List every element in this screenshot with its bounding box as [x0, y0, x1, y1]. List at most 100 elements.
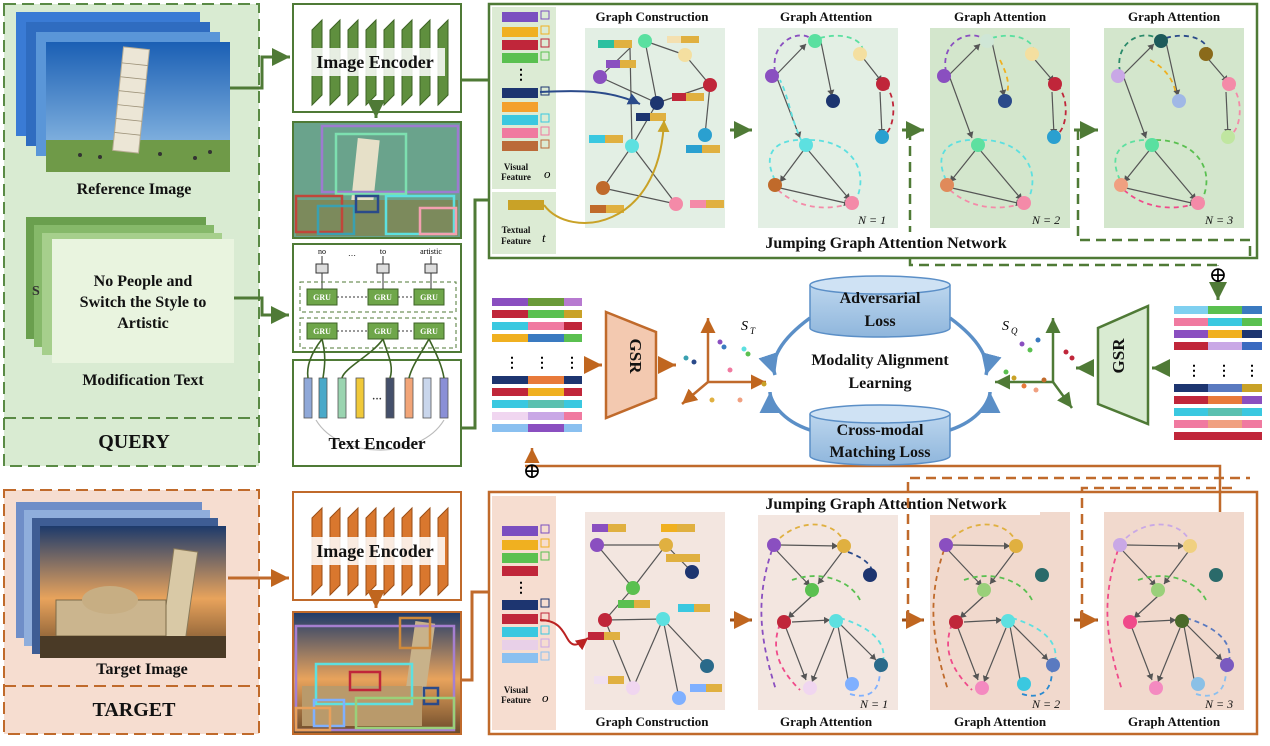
svg-text:⋮: ⋮ [1245, 364, 1259, 379]
gsr-right: GSR [1096, 304, 1150, 426]
top-visual-feature-label-2: Feature [501, 172, 531, 182]
top-n-label-1: N = 1 [857, 213, 886, 227]
s-q-label: S [1002, 319, 1009, 334]
gru-cell-label-1: GRU [313, 293, 331, 302]
gru-cells [306, 288, 445, 340]
target-image-label: Target Image [96, 661, 187, 678]
feature-map-top [292, 121, 462, 239]
target-section: Target Image TARGET [3, 489, 260, 735]
graph-network-top: ⋮ Visual Feature o Textual Feature t Gra… [487, 2, 1259, 267]
bottom-panel-title-2: Graph Attention [780, 714, 873, 729]
image-encoder-bottom-label: Image Encoder [316, 541, 433, 561]
svg-text:⋮: ⋮ [535, 356, 549, 371]
reference-image-label: Reference Image [77, 181, 192, 198]
visual-feature-bars-bottom: ⋮ [502, 524, 550, 663]
modification-text-stack: S [26, 217, 234, 363]
modality-alignment-line-1: Modality Alignment [811, 352, 949, 369]
text-encoder: ··· Text Encoder [292, 338, 462, 467]
top-visual-feature-symbol: o [544, 166, 551, 181]
bottom-visual-feature-label-2: Feature [501, 695, 531, 705]
left-feature-stack: ⋮⋮⋮ [492, 298, 582, 432]
target-section-label: TARGET [93, 699, 177, 721]
cross-modal-loss-cylinder: Cross-modal Matching Loss [809, 404, 951, 466]
top-network-name: Jumping Graph Attention Network [765, 235, 1006, 252]
image-encoder-top: Image Encoder [292, 3, 462, 113]
leaning-tower-photo [78, 46, 212, 160]
embedding-axes-left [681, 318, 766, 405]
query-section-label: QUERY [98, 431, 170, 453]
gru-cell-label-2: GRU [374, 293, 392, 302]
bottom-panel-title-3: Graph Attention [954, 714, 1047, 729]
gru-cell-label-6: GRU [420, 327, 438, 336]
modification-text-line-1: No People and [94, 273, 193, 290]
image-encoder-top-label: Image Encoder [316, 52, 433, 72]
text-encoder-label: Text Encoder [328, 434, 426, 453]
top-n-label-3: N = 3 [1204, 213, 1233, 227]
top-visual-feature-label-1: Visual [504, 162, 529, 172]
oplus-bottom: ⊕ [523, 448, 541, 483]
alignment-section: ⋮ ⋮ ⋮ GSR S T [492, 275, 1262, 466]
top-panel-title-2: Graph Attention [780, 9, 873, 24]
cross-modal-loss-line-1: Cross-modal [837, 422, 924, 439]
top-textual-feature-label-1: Textual [502, 225, 531, 235]
image-encoder-bottom: Image Encoder [292, 491, 462, 601]
bottom-visual-feature-symbol: o [542, 690, 549, 705]
svg-text:···: ··· [372, 394, 382, 405]
gru-cell-label-5: GRU [374, 327, 392, 336]
adversarial-loss-cylinder: Adversarial Loss [809, 275, 951, 338]
bottom-graph-construction [588, 524, 722, 705]
embedding-points-left [683, 339, 767, 403]
adversarial-loss-line-1: Adversarial [840, 290, 921, 307]
bottom-attention-panel-1 [760, 523, 888, 697]
top-panel-title-1: Graph Construction [595, 9, 709, 24]
svg-text:S: S [32, 284, 40, 299]
graph-network-bottom: ⋮ Visual Feature o Jumping Graph Attenti… [487, 464, 1259, 736]
bottom-network-name: Jumping Graph Attention Network [765, 496, 1006, 513]
svg-text:⋮: ⋮ [514, 68, 528, 83]
top-attention-panel-2 [937, 34, 1067, 210]
gru-block: no … to artistic GRU GRU GRU GRU GRU GRU [292, 243, 462, 353]
modification-text-line-3: Artistic [117, 315, 169, 332]
adversarial-loss-line-2: Loss [864, 313, 895, 330]
modality-alignment-line-2: Learning [848, 375, 911, 392]
reference-image-stack [16, 12, 230, 172]
bottom-n-label-2: N = 2 [1031, 697, 1060, 711]
svg-text:⋮: ⋮ [505, 356, 519, 371]
modification-text-line-2: Switch the Style to [80, 294, 207, 311]
svg-text:⋮: ⋮ [1217, 364, 1231, 379]
svg-text:⋮: ⋮ [514, 581, 528, 596]
top-attention-panel-1 [765, 34, 895, 210]
target-image-stack [16, 502, 226, 658]
bottom-n-label-1: N = 1 [859, 697, 888, 711]
query-section: Reference Image S No People and Switch t… [3, 3, 260, 467]
gsr-left: GSR [604, 310, 658, 420]
gru-word-1: no [318, 247, 326, 256]
target-tower-photo [40, 548, 226, 658]
gru-word-2: … [348, 249, 356, 258]
gru-cell-label-4: GRU [313, 327, 331, 336]
s-t-label: S [741, 319, 748, 334]
bottom-attention-panel-3 [1106, 523, 1234, 697]
visual-feature-bars-top: ⋮ [502, 10, 550, 151]
gsr-right-label: GSR [1109, 338, 1128, 374]
gru-cell-label-3: GRU [420, 293, 438, 302]
oplus-bottom-symbol: ⊕ [523, 458, 541, 483]
top-n-label-2: N = 2 [1031, 213, 1060, 227]
top-attention-panel-3 [1111, 34, 1241, 210]
top-textual-feature-label-2: Feature [501, 236, 531, 246]
s-t-subscript: T [750, 326, 756, 336]
top-panel-title-4: Graph Attention [1128, 9, 1221, 24]
embedding-points-right [1003, 337, 1075, 393]
oplus-top: ⊕ [1209, 262, 1227, 300]
feature-map-bottom [292, 611, 462, 735]
right-feature-stack: ⋮ ⋮ ⋮ [1174, 306, 1262, 440]
cross-modal-loss-line-2: Matching Loss [830, 444, 931, 461]
bottom-attention-panel-2 [932, 523, 1060, 697]
top-textual-feature-symbol: t [542, 230, 546, 245]
bottom-visual-feature-label-1: Visual [504, 685, 529, 695]
gru-word-3: to [380, 247, 386, 256]
gru-word-4: artistic [420, 247, 442, 256]
svg-text:⋮: ⋮ [1187, 364, 1201, 379]
modification-text-label: Modification Text [82, 372, 204, 389]
